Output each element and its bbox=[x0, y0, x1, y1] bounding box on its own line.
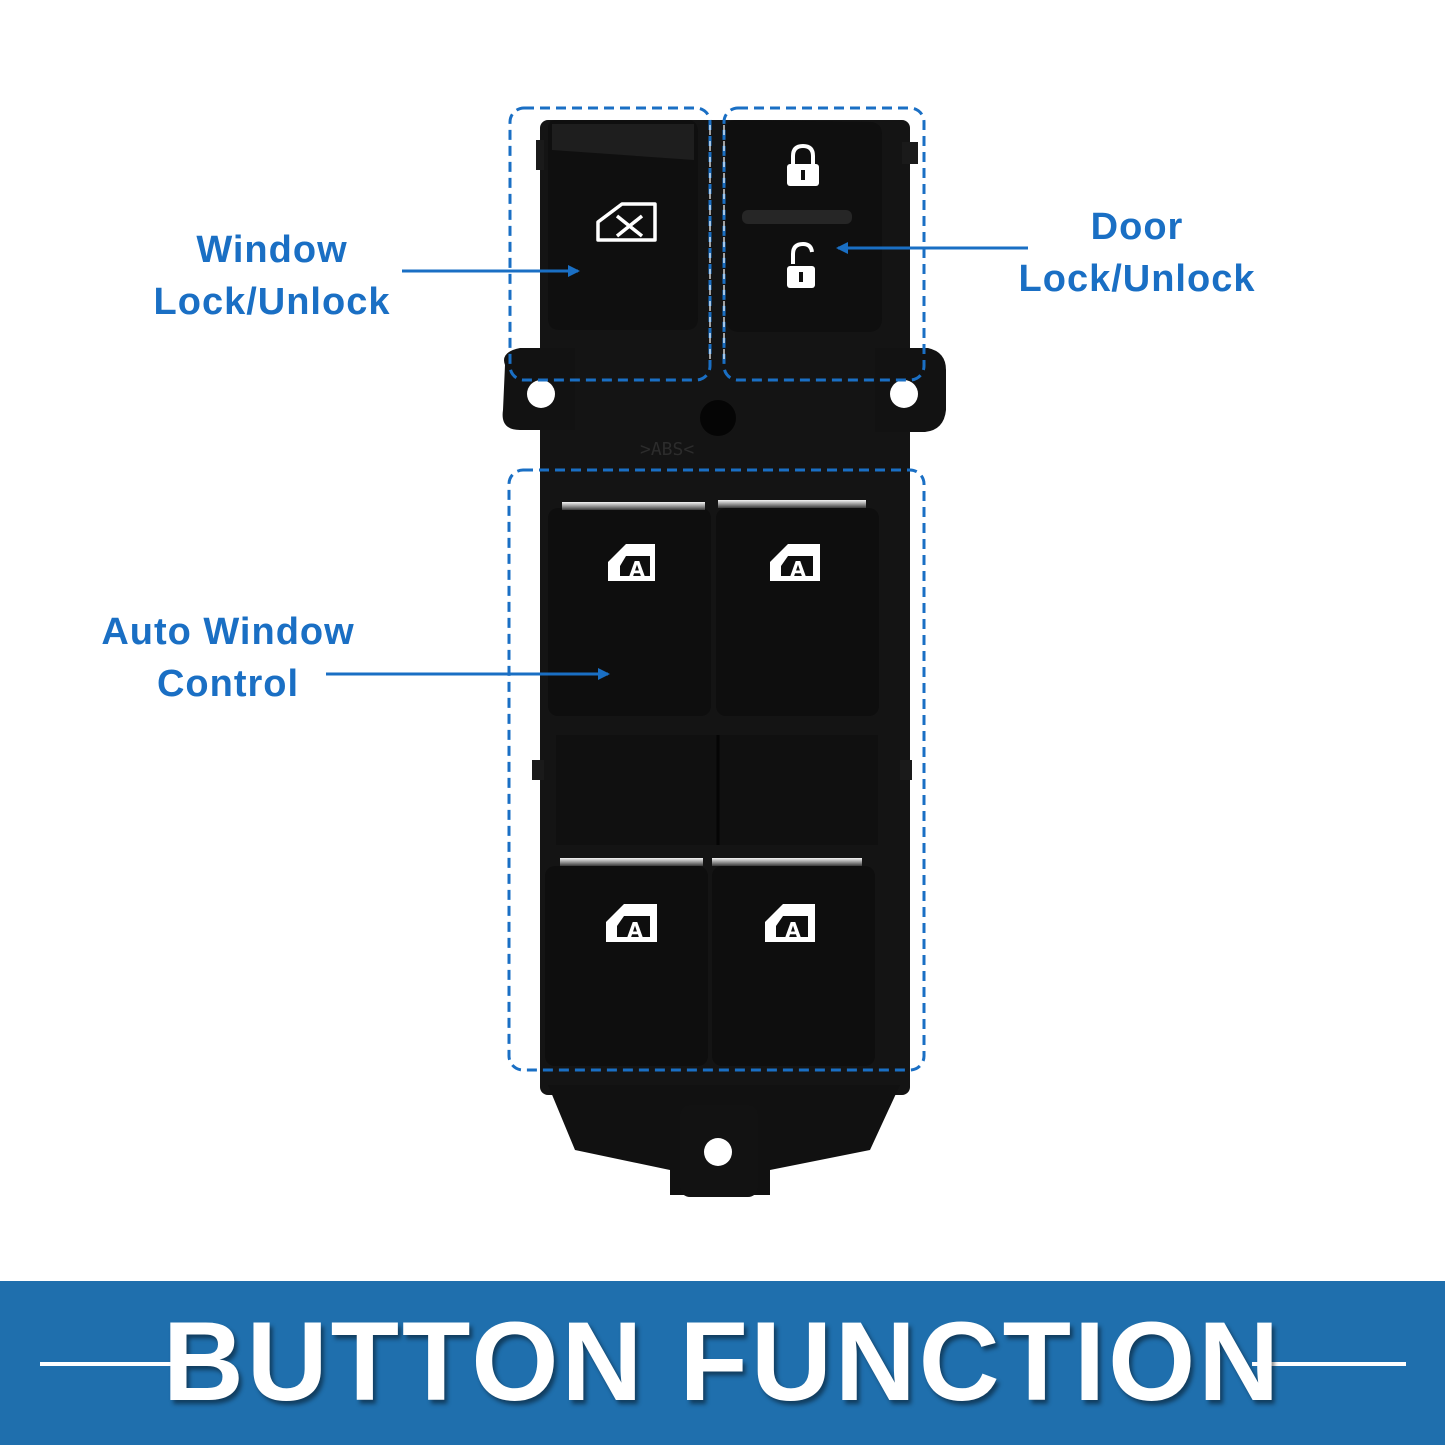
window-lock-button bbox=[548, 120, 698, 330]
padlock-closed-icon bbox=[787, 143, 819, 186]
door-lock-label-line1: Door bbox=[1090, 206, 1184, 248]
banner-rule-right bbox=[1252, 1362, 1406, 1366]
svg-text:A: A bbox=[627, 918, 643, 942]
svg-text:A: A bbox=[629, 557, 645, 581]
auto-window-label: Auto Window Control bbox=[88, 606, 368, 710]
window-lock-icon bbox=[596, 202, 657, 242]
banner-rule-left bbox=[40, 1362, 198, 1366]
title-banner bbox=[0, 1281, 1445, 1445]
auto-window-label-line1: Auto Window bbox=[101, 611, 355, 653]
svg-text:>ABS<: >ABS< bbox=[640, 439, 694, 460]
window-lock-label-line1: Window bbox=[196, 229, 348, 271]
door-lock-label: Door Lock/Unlock bbox=[1005, 201, 1269, 305]
auto-window-icon: A bbox=[765, 904, 815, 942]
door-lock-label-line2: Lock/Unlock bbox=[1018, 258, 1256, 300]
svg-text:A: A bbox=[785, 918, 801, 942]
window-lock-label-line2: Lock/Unlock bbox=[153, 281, 391, 323]
window-lock-highlight bbox=[508, 106, 712, 382]
banner-title: BUTTON FUNCTION bbox=[162, 1299, 1283, 1424]
padlock-open-icon bbox=[787, 241, 815, 288]
auto-window-highlight bbox=[507, 468, 926, 1072]
window-lock-label: Window Lock/Unlock bbox=[140, 224, 404, 328]
callout-arrows bbox=[326, 242, 1028, 680]
auto-window-icon: A bbox=[770, 544, 820, 581]
svg-text:A: A bbox=[790, 557, 806, 581]
auto-window-icon: A bbox=[608, 544, 655, 581]
auto-window-icon: A bbox=[606, 904, 657, 942]
auto-window-label-line2: Control bbox=[156, 663, 300, 705]
door-lock-button bbox=[726, 120, 882, 332]
auto-window-buttons: A A A A bbox=[545, 500, 879, 1066]
